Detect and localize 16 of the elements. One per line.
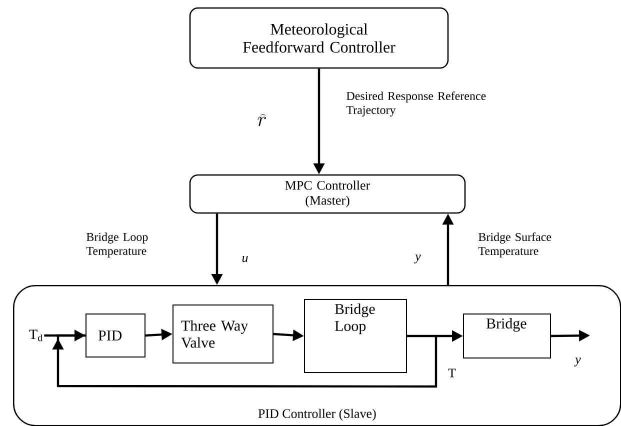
signal-label: Bridge Surface Temperature bbox=[478, 232, 552, 258]
edge-label: y bbox=[574, 358, 581, 366]
edge-label: y bbox=[414, 254, 421, 264]
block-box: Three Way Valve bbox=[172, 304, 274, 364]
signal-label: T$_{d}$ bbox=[29, 330, 42, 342]
controller-box: MPC Controller (Master) bbox=[189, 174, 466, 214]
signal-label: Bridge Loop Temperature bbox=[86, 232, 148, 258]
arrow bbox=[52, 334, 438, 388]
block-box: Bridge Loop bbox=[304, 299, 407, 373]
signal-symbol: $\widehat{r}$ bbox=[258, 114, 266, 126]
block-box: Bridge bbox=[463, 314, 551, 358]
edge-label: Desired Response Reference Trajectory bbox=[346, 91, 486, 117]
edge-label: T bbox=[448, 368, 456, 378]
edge-label: u bbox=[242, 256, 248, 262]
controller-box: Meteorological Feedforward Controller bbox=[189, 7, 449, 69]
block-box: PID bbox=[86, 314, 146, 358]
